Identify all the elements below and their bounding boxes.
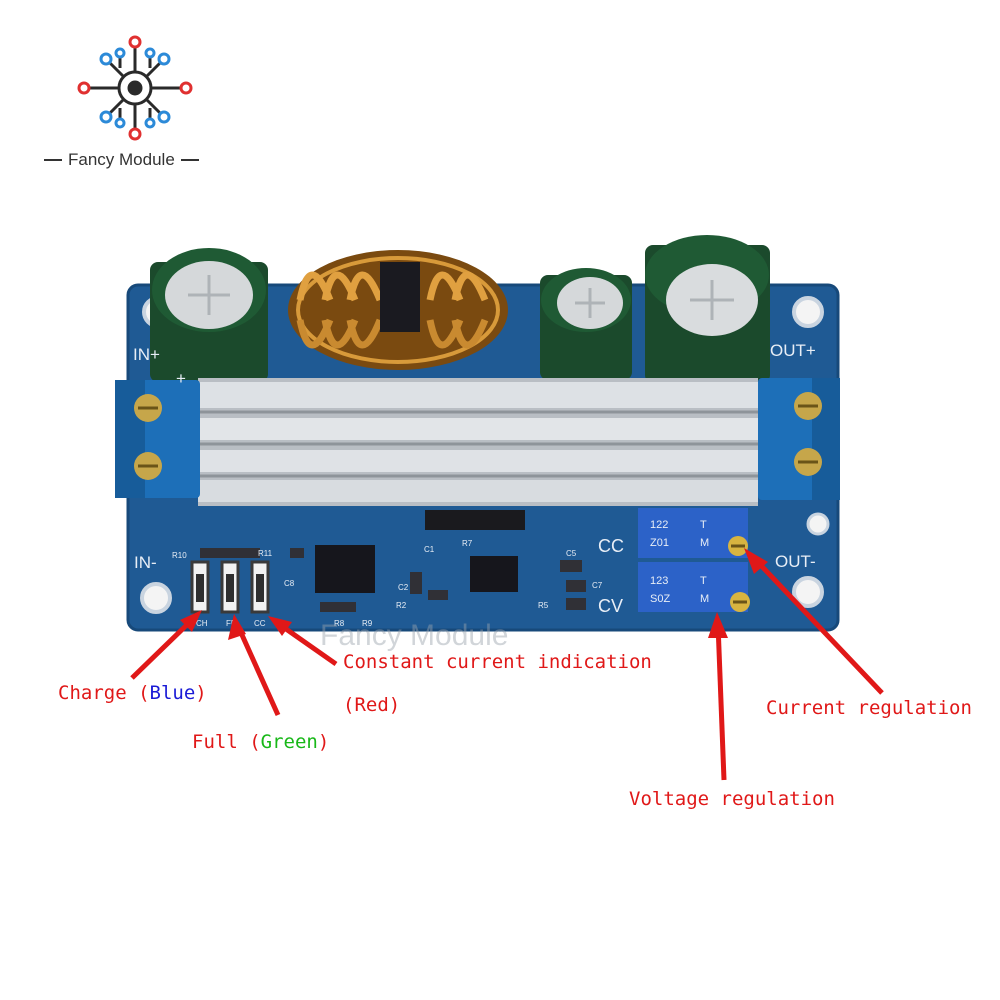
silk-led-a: CH	[196, 619, 208, 628]
output-terminal-block	[758, 378, 840, 500]
capacitor-large-left	[150, 248, 268, 382]
label-plus: +	[176, 369, 186, 388]
capacitor-large-right	[645, 235, 770, 383]
arrow-full	[235, 624, 281, 717]
label-in-minus: IN-	[134, 553, 157, 572]
brand-name-row: Fancy Module	[44, 150, 199, 170]
pot-upper-line2: Z01	[650, 537, 669, 549]
capacitor-small-middle	[540, 268, 632, 380]
label-in-plus: IN+	[133, 345, 160, 364]
arrow-voltage	[715, 623, 727, 781]
smd-components	[200, 510, 586, 612]
voltage-regulation-label: Voltage regulation	[629, 788, 835, 810]
silk-r10: R10	[172, 551, 187, 560]
brand-logo	[60, 28, 210, 148]
silk-r11: R11	[258, 549, 273, 558]
full-prefix: Full (	[192, 731, 261, 753]
pot-lower-mark1: T	[700, 575, 707, 587]
pot-lower-mark2: M	[700, 593, 709, 605]
watermark-text: Fancy Module	[320, 619, 508, 652]
label-out-plus: OUT+	[770, 341, 816, 360]
input-terminal-block	[115, 380, 200, 498]
silk-r7: R7	[462, 539, 473, 548]
full-label: Full (Green)	[192, 731, 329, 753]
circuit-logo-icon	[77, 35, 193, 141]
silk-c7: C7	[592, 581, 603, 590]
silk-r2: R2	[396, 601, 407, 610]
full-suffix: )	[317, 731, 330, 753]
pot-lower-line1: 123	[650, 575, 668, 587]
voltage-potentiometer	[638, 562, 750, 612]
full-color: Green	[260, 731, 318, 753]
charge-color: Blue	[149, 682, 196, 704]
silk-r5: R5	[538, 601, 549, 610]
indicator-leds	[190, 560, 270, 614]
silk-r9: R9	[362, 619, 373, 628]
pot-lower-line2: S0Z	[650, 593, 670, 605]
arrow-charge	[130, 614, 198, 680]
silk-c8: C8	[284, 579, 295, 588]
silk-c5: C5	[566, 549, 577, 558]
charge-prefix: Charge (	[58, 682, 150, 704]
heatsink	[198, 378, 758, 506]
charge-label: Charge (Blue)	[58, 682, 207, 704]
brand-name: Fancy Module	[68, 150, 175, 169]
silk-led-c: CC	[254, 619, 266, 628]
silk-r8: R8	[334, 619, 345, 628]
pot-upper-line1: 122	[650, 519, 668, 531]
constant-current-label: Constant current indication	[343, 651, 652, 673]
arrows	[130, 548, 884, 781]
toroid-inductor	[288, 250, 508, 370]
silk-c1: C1	[424, 545, 435, 554]
label-cc: CC	[598, 536, 624, 556]
current-regulation-label: Current regulation	[766, 697, 972, 719]
arrow-current	[750, 554, 884, 695]
label-cv: CV	[598, 596, 623, 616]
pot-upper-mark2: M	[700, 537, 709, 549]
label-out-minus: OUT-	[775, 552, 816, 571]
silk-led-b: FN	[226, 619, 237, 628]
pot-upper-mark1: T	[700, 519, 707, 531]
charge-suffix: )	[195, 682, 207, 704]
silk-c2: C2	[398, 583, 409, 592]
current-potentiometer	[638, 508, 748, 558]
red-label: (Red)	[343, 694, 401, 716]
